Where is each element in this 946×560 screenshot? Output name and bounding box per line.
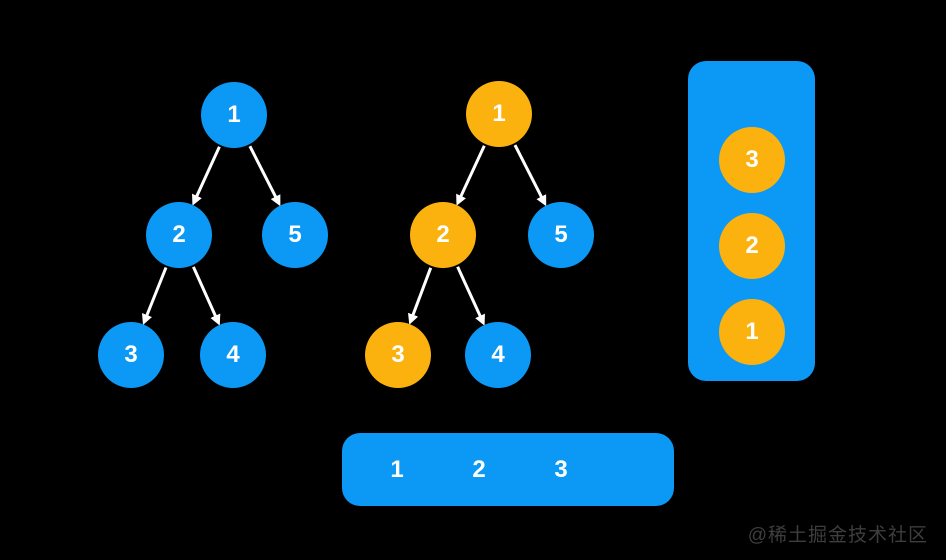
tree-node: 4 — [465, 322, 531, 388]
output-value: 2 — [472, 455, 486, 483]
output-value: 3 — [554, 455, 568, 483]
watermark-text: @稀土掘金技术社区 — [747, 525, 928, 546]
tree-node: 5 — [528, 202, 594, 268]
tree-node: 2 — [146, 202, 212, 268]
tree-node: 3 — [98, 322, 164, 388]
stack-container: 3 2 1 — [688, 61, 815, 381]
output-sequence-bar: 1 2 3 — [342, 433, 674, 506]
tree-node: 2 — [410, 202, 476, 268]
tree-node: 1 — [466, 81, 532, 147]
stack-item: 3 — [719, 127, 785, 193]
tree-node: 3 — [365, 322, 431, 388]
tree-node: 5 — [262, 202, 328, 268]
stack-item: 1 — [719, 299, 785, 365]
stack-item: 2 — [719, 213, 785, 279]
tree-node: 4 — [200, 322, 266, 388]
output-value: 1 — [390, 455, 404, 483]
tree-node: 1 — [201, 82, 267, 148]
